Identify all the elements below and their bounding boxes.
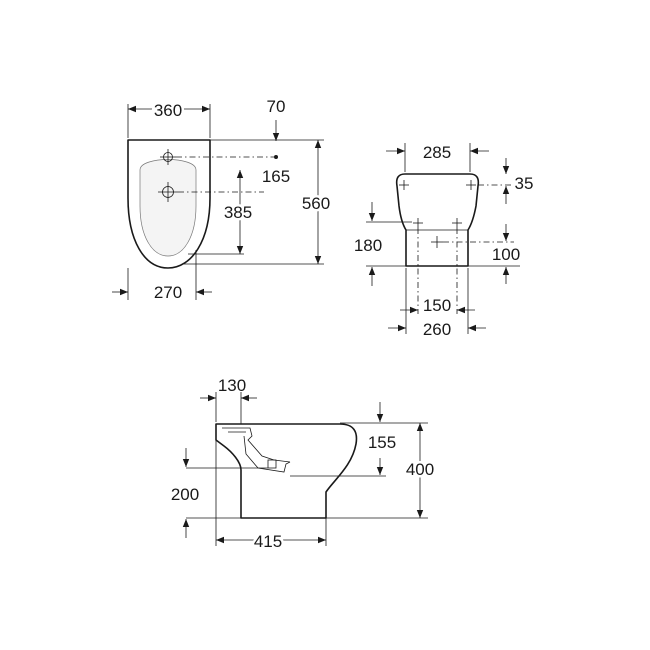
side-view-outline <box>215 423 358 519</box>
tap-hole-icon <box>160 149 176 165</box>
side-view-bowl-section <box>222 427 291 463</box>
top-view-tap-drain-label: 165 <box>262 167 290 186</box>
top-view-depth-label: 560 <box>302 194 330 213</box>
front-view-hole-spacing-label: 150 <box>423 296 451 315</box>
side-view-outlet-height-label: 200 <box>171 485 199 504</box>
side-view-height-label: 400 <box>406 460 434 479</box>
side-view-base-length-label: 415 <box>254 532 282 551</box>
side-view-trap-section <box>243 435 291 473</box>
front-view-top-offset-label: 35 <box>515 174 534 193</box>
front-view: 285 35 180 100 150 260 <box>354 143 536 339</box>
side-view-rim-offset-label: 130 <box>218 376 246 395</box>
front-view-width-label: 285 <box>423 143 451 162</box>
side-view-outlet <box>267 459 277 469</box>
side-view-rim-outlet-label: 155 <box>368 433 396 452</box>
drain-hole-icon <box>158 182 178 202</box>
top-view-width-label: 360 <box>154 101 182 120</box>
top-view-bowl-outline <box>127 139 211 269</box>
top-view-tap-offset-label: 70 <box>267 97 286 116</box>
top-view-drain-distance-label: 385 <box>224 203 252 222</box>
top-view: 360 70 165 385 560 270 <box>112 97 333 302</box>
top-view-bowl-inner <box>139 159 197 257</box>
front-pedestal-left-hole-icon <box>413 218 423 228</box>
front-right-hole-icon <box>466 180 476 190</box>
front-view-hole-height-label: 180 <box>354 236 382 255</box>
front-left-hole-icon <box>399 180 409 190</box>
front-view-pedestal-hole-label: 100 <box>492 245 520 264</box>
front-outlet-icon <box>431 236 443 248</box>
front-pedestal-right-hole-icon <box>452 218 462 228</box>
side-view: 130 155 400 200 415 <box>171 376 437 554</box>
front-view-outline <box>395 173 480 267</box>
front-view-pedestal-width-label: 260 <box>423 320 451 339</box>
top-view-base-width-label: 270 <box>154 283 182 302</box>
